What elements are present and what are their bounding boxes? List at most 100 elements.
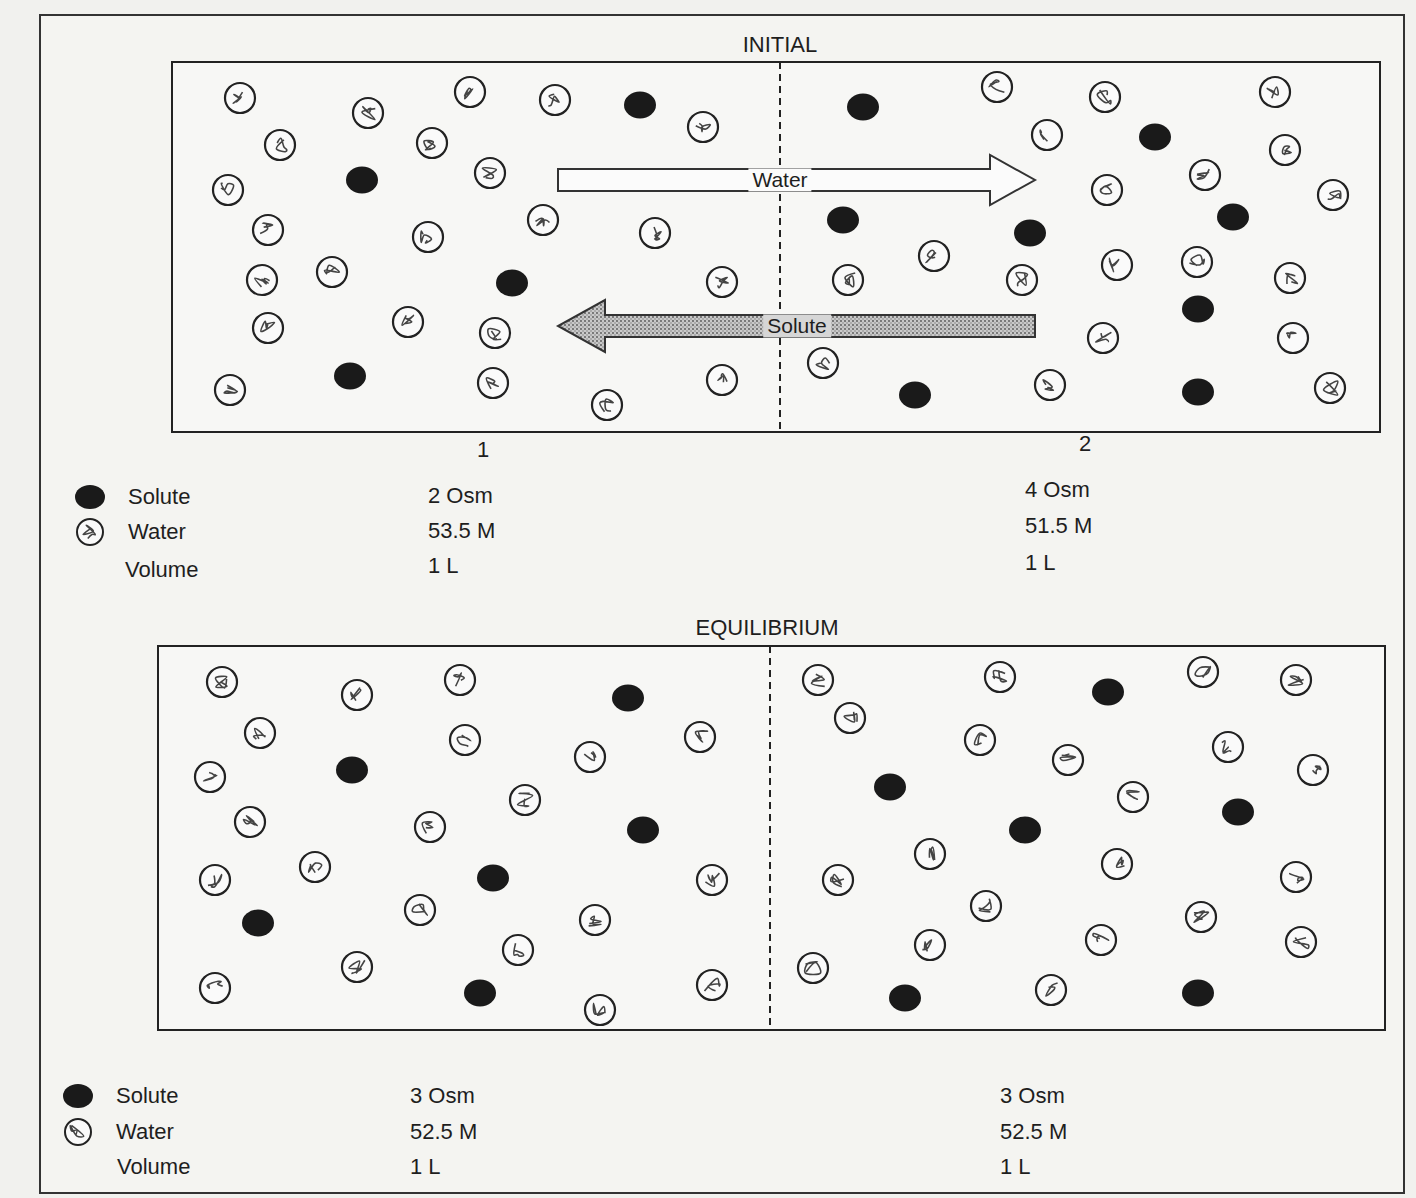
water-molecule	[965, 725, 995, 755]
water-molecule	[1036, 975, 1066, 1005]
solute-particle	[477, 865, 509, 892]
solute-particle	[889, 985, 921, 1012]
legend-text: Water	[116, 1120, 174, 1144]
water-molecule	[697, 865, 727, 895]
membrane-line	[779, 62, 781, 432]
water-molecule	[575, 742, 605, 772]
water-molecule	[215, 375, 245, 405]
water-molecule	[213, 175, 243, 205]
water-molecule	[253, 313, 283, 343]
water-molecule	[1190, 160, 1220, 190]
water-molecule	[480, 318, 510, 348]
water-molecule	[915, 839, 945, 869]
water-molecule	[300, 852, 330, 882]
water-molecule	[1118, 782, 1148, 812]
water-molecule	[707, 365, 737, 395]
water-molecule	[592, 390, 622, 420]
solute-particle	[496, 270, 528, 297]
water-molecule	[265, 130, 295, 160]
water-molecule	[503, 935, 533, 965]
water-molecule	[982, 72, 1012, 102]
water-molecule	[833, 265, 863, 295]
water-molecule	[225, 83, 255, 113]
solute-particle	[1182, 980, 1214, 1007]
water-molecule	[1298, 755, 1328, 785]
water-molecule	[1032, 120, 1062, 150]
solute-particle	[1182, 379, 1214, 406]
water-molecule	[823, 865, 853, 895]
water-molecule	[1318, 180, 1348, 210]
legend-sample	[75, 485, 105, 509]
solute-particle	[346, 167, 378, 194]
water-molecule	[200, 973, 230, 1003]
solute-particle	[899, 382, 931, 409]
water-molecule	[1007, 265, 1037, 295]
value-label: 51.5 M	[1025, 514, 1092, 538]
row-label: Volume	[117, 1155, 190, 1179]
value-label: 3 Osm	[1000, 1084, 1065, 1108]
water-molecule	[353, 98, 383, 128]
water-molecule	[528, 205, 558, 235]
water-molecule	[685, 722, 715, 752]
legend-text: Solute	[116, 1084, 178, 1108]
solute-particle	[464, 980, 496, 1007]
water-molecule	[688, 112, 718, 142]
water-molecule	[1090, 82, 1120, 112]
water-molecule	[342, 952, 372, 982]
water-molecule	[1281, 665, 1311, 695]
solute-particle	[336, 757, 368, 784]
water-molecule	[235, 807, 265, 837]
water-molecule	[835, 703, 865, 733]
water-molecule	[1053, 745, 1083, 775]
water-molecule	[1102, 250, 1132, 280]
water-molecule	[413, 222, 443, 252]
water-molecule	[455, 77, 485, 107]
water-arrow	[558, 155, 1035, 205]
water-molecule	[253, 215, 283, 245]
solute-particle	[1222, 799, 1254, 826]
solute-particle	[1139, 124, 1171, 151]
water-molecule	[803, 665, 833, 695]
water-molecule	[478, 368, 508, 398]
water-molecule	[1275, 263, 1305, 293]
arrow-label: Water	[748, 168, 811, 191]
solute-particle	[1182, 296, 1214, 323]
water-molecule	[342, 680, 372, 710]
water-molecule	[1260, 77, 1290, 107]
water-molecule	[1035, 370, 1065, 400]
water-molecule	[1188, 657, 1218, 687]
value-label: 1 L	[428, 554, 459, 578]
value-label: 52.5 M	[1000, 1120, 1067, 1144]
solute-particle	[627, 817, 659, 844]
outer-frame	[40, 15, 1404, 1193]
water-molecule	[1086, 925, 1116, 955]
value-label: 2 Osm	[428, 484, 493, 508]
water-molecule	[585, 995, 615, 1025]
value-label: 3 Osm	[410, 1084, 475, 1108]
water-molecule	[915, 930, 945, 960]
water-molecule	[200, 865, 230, 895]
water-molecule	[1182, 247, 1212, 277]
water-molecule	[405, 895, 435, 925]
water-molecule	[985, 662, 1015, 692]
value-label: 1 L	[1000, 1155, 1031, 1179]
legend-sample	[77, 519, 103, 545]
water-molecule	[1213, 732, 1243, 762]
solute-particle	[242, 910, 274, 937]
value-label: 4 Osm	[1025, 478, 1090, 502]
solute-particle	[1092, 679, 1124, 706]
panel-heading: EQUILIBRIUM	[695, 616, 838, 640]
solute-particle	[612, 685, 644, 712]
water-molecule	[1270, 135, 1300, 165]
solute-particle	[334, 363, 366, 390]
water-molecule	[1286, 927, 1316, 957]
water-molecule	[798, 953, 828, 983]
water-molecule	[808, 348, 838, 378]
water-molecule	[540, 85, 570, 115]
solute-particle	[624, 92, 656, 119]
water-molecule	[415, 812, 445, 842]
legend-sample	[63, 1084, 93, 1108]
water-molecule	[707, 267, 737, 297]
water-molecule	[1278, 323, 1308, 353]
panel-heading: INITIAL	[743, 33, 818, 57]
